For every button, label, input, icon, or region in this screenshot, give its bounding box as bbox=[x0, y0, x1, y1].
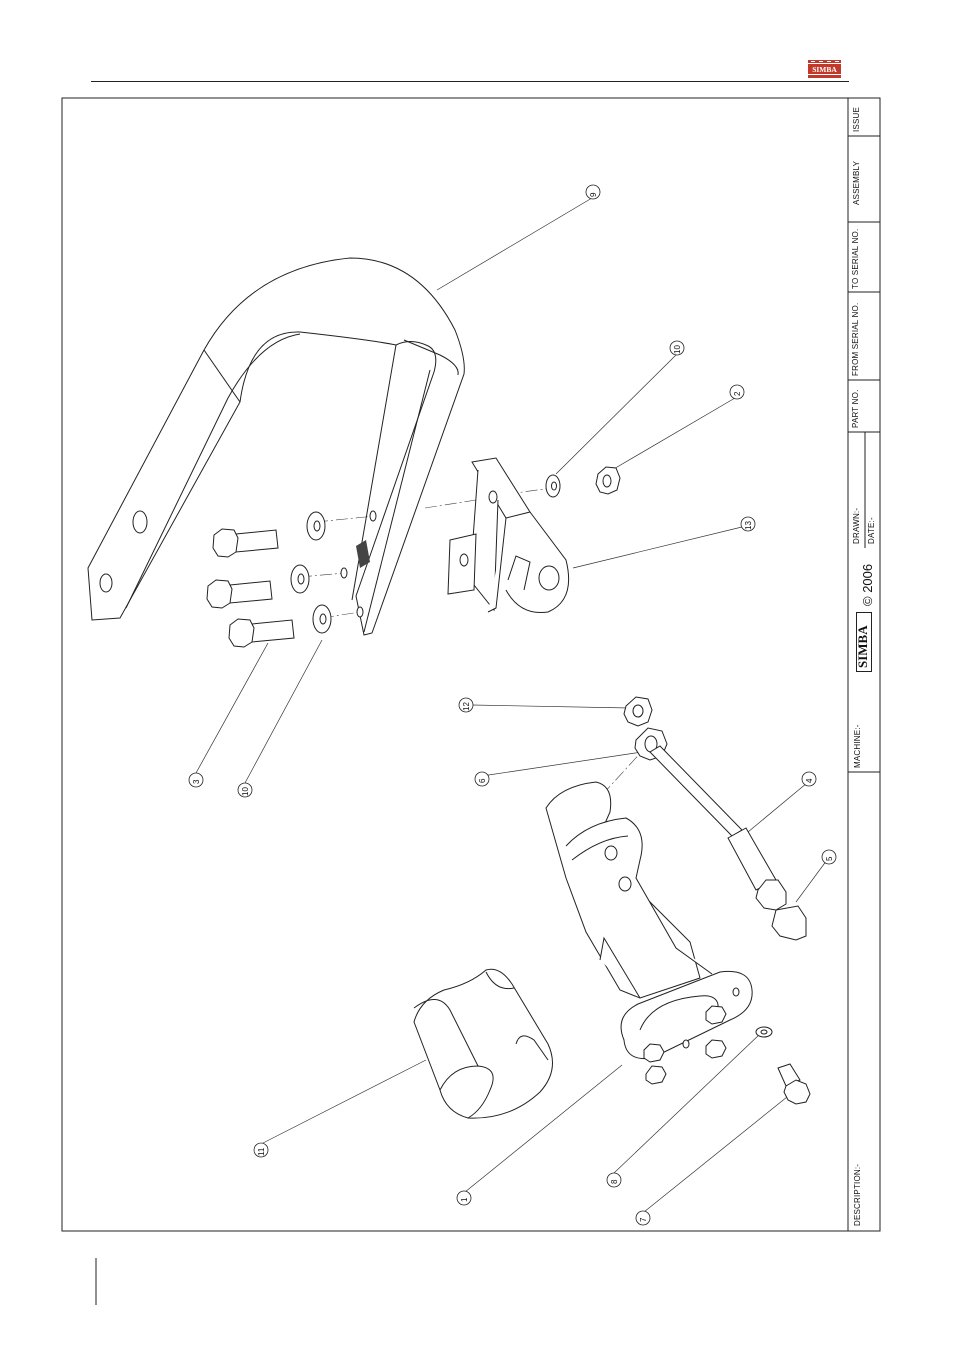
drawn-label: DRAWN:- bbox=[852, 508, 861, 544]
balloon-label-10-top: 10 bbox=[673, 345, 682, 354]
copyright-text: © 2006 bbox=[860, 564, 875, 606]
balloon-label-1: 1 bbox=[460, 1198, 469, 1202]
issue-label: ISSUE bbox=[852, 107, 861, 132]
balloon-label-13: 13 bbox=[744, 521, 753, 530]
balloon-label-2: 2 bbox=[733, 392, 742, 396]
to-serial-label: TO SERIAL NO. bbox=[851, 229, 860, 289]
machine-label: MACHINE:- bbox=[853, 724, 862, 768]
balloon-label-12: 12 bbox=[462, 702, 471, 711]
balloon-label-11: 11 bbox=[257, 1148, 266, 1156]
balloon-label-6: 6 bbox=[478, 779, 487, 783]
brand-text: SIMBA bbox=[856, 625, 870, 668]
balloon-label-3: 3 bbox=[192, 780, 201, 784]
balloon-label-5: 5 bbox=[825, 857, 834, 861]
assembly-label: ASSEMBLY bbox=[852, 161, 861, 205]
balloon-label-8: 8 bbox=[610, 1180, 619, 1184]
from-serial-label: FROM SERIAL NO. bbox=[851, 303, 860, 376]
balloon-label-9: 9 bbox=[589, 193, 598, 197]
balloon-label-4: 4 bbox=[805, 779, 814, 783]
balloon-label-7: 7 bbox=[639, 1218, 648, 1222]
part-no-label: PART NO. bbox=[851, 390, 860, 429]
balloon-label-10-bottom: 10 bbox=[241, 787, 250, 796]
description-label: DESCRIPTION:- bbox=[853, 1164, 862, 1226]
date-label: DATE:- bbox=[867, 517, 876, 544]
